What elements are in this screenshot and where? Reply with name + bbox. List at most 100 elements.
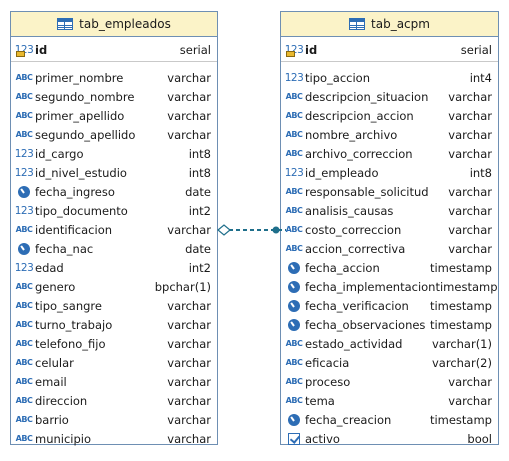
clock-icon — [15, 185, 33, 199]
type-glyph: ABC — [15, 92, 33, 101]
table-header[interactable]: tab_empleados — [11, 12, 217, 37]
table-header[interactable]: tab_acpm — [281, 12, 498, 37]
text-type-icon: ABC — [15, 128, 33, 142]
column-name: accion_correctiva — [305, 241, 406, 256]
number-type-icon: 123 — [14, 204, 34, 218]
column-type: int8 — [469, 165, 492, 180]
column-row[interactable]: activo bool — [281, 429, 498, 448]
type-glyph: ABC — [285, 92, 303, 101]
column-name: celular — [35, 355, 74, 370]
column-name: turno_trabajo — [35, 317, 113, 332]
column-name: fecha_ingreso — [35, 184, 115, 199]
column-type: varchar — [448, 184, 492, 199]
column-name: tema — [305, 393, 335, 408]
type-glyph: 123 — [284, 71, 304, 84]
type-glyph: ABC — [15, 415, 33, 424]
column-name: archivo_correccion — [305, 146, 413, 161]
text-type-icon: ABC — [285, 147, 303, 161]
column-name: descripcion_situacion — [305, 89, 429, 104]
column-type: varchar — [448, 222, 492, 237]
type-glyph: ABC — [15, 301, 33, 310]
endpoint-dot-icon — [272, 226, 280, 234]
column-name: descripcion_accion — [305, 108, 414, 123]
column-type: varchar — [167, 393, 211, 408]
type-glyph: 123 — [14, 204, 34, 217]
column-name: primer_apellido — [35, 108, 125, 123]
column-name: eficacia — [305, 355, 350, 370]
text-type-icon: ABC — [15, 299, 33, 313]
column-type: varchar(1) — [431, 336, 492, 351]
column-type: timestamp — [435, 279, 498, 294]
type-glyph: ABC — [15, 358, 33, 367]
column-type: varchar — [167, 222, 211, 237]
column-type: varchar(2) — [431, 355, 492, 370]
type-glyph: ABC — [285, 206, 303, 215]
key-number-icon: 123 — [285, 43, 304, 57]
text-type-icon: ABC — [285, 90, 303, 104]
clock-icon — [285, 413, 303, 427]
column-type: bool — [467, 431, 492, 446]
column-name: fecha_nac — [35, 241, 94, 256]
type-glyph: ABC — [15, 130, 33, 139]
column-name: activo — [305, 431, 340, 446]
key-icon — [16, 51, 25, 57]
text-type-icon: ABC — [285, 356, 303, 370]
column-type: varchar — [448, 203, 492, 218]
type-glyph: ABC — [285, 149, 303, 158]
column-type: varchar — [167, 317, 211, 332]
table-icon — [57, 18, 74, 30]
type-glyph: ABC — [15, 434, 33, 443]
type-glyph: ABC — [15, 320, 33, 329]
column-name: edad — [35, 260, 64, 275]
column-name: id_empleado — [305, 165, 379, 180]
clock-icon — [15, 242, 33, 256]
column-type: varchar — [167, 89, 211, 104]
